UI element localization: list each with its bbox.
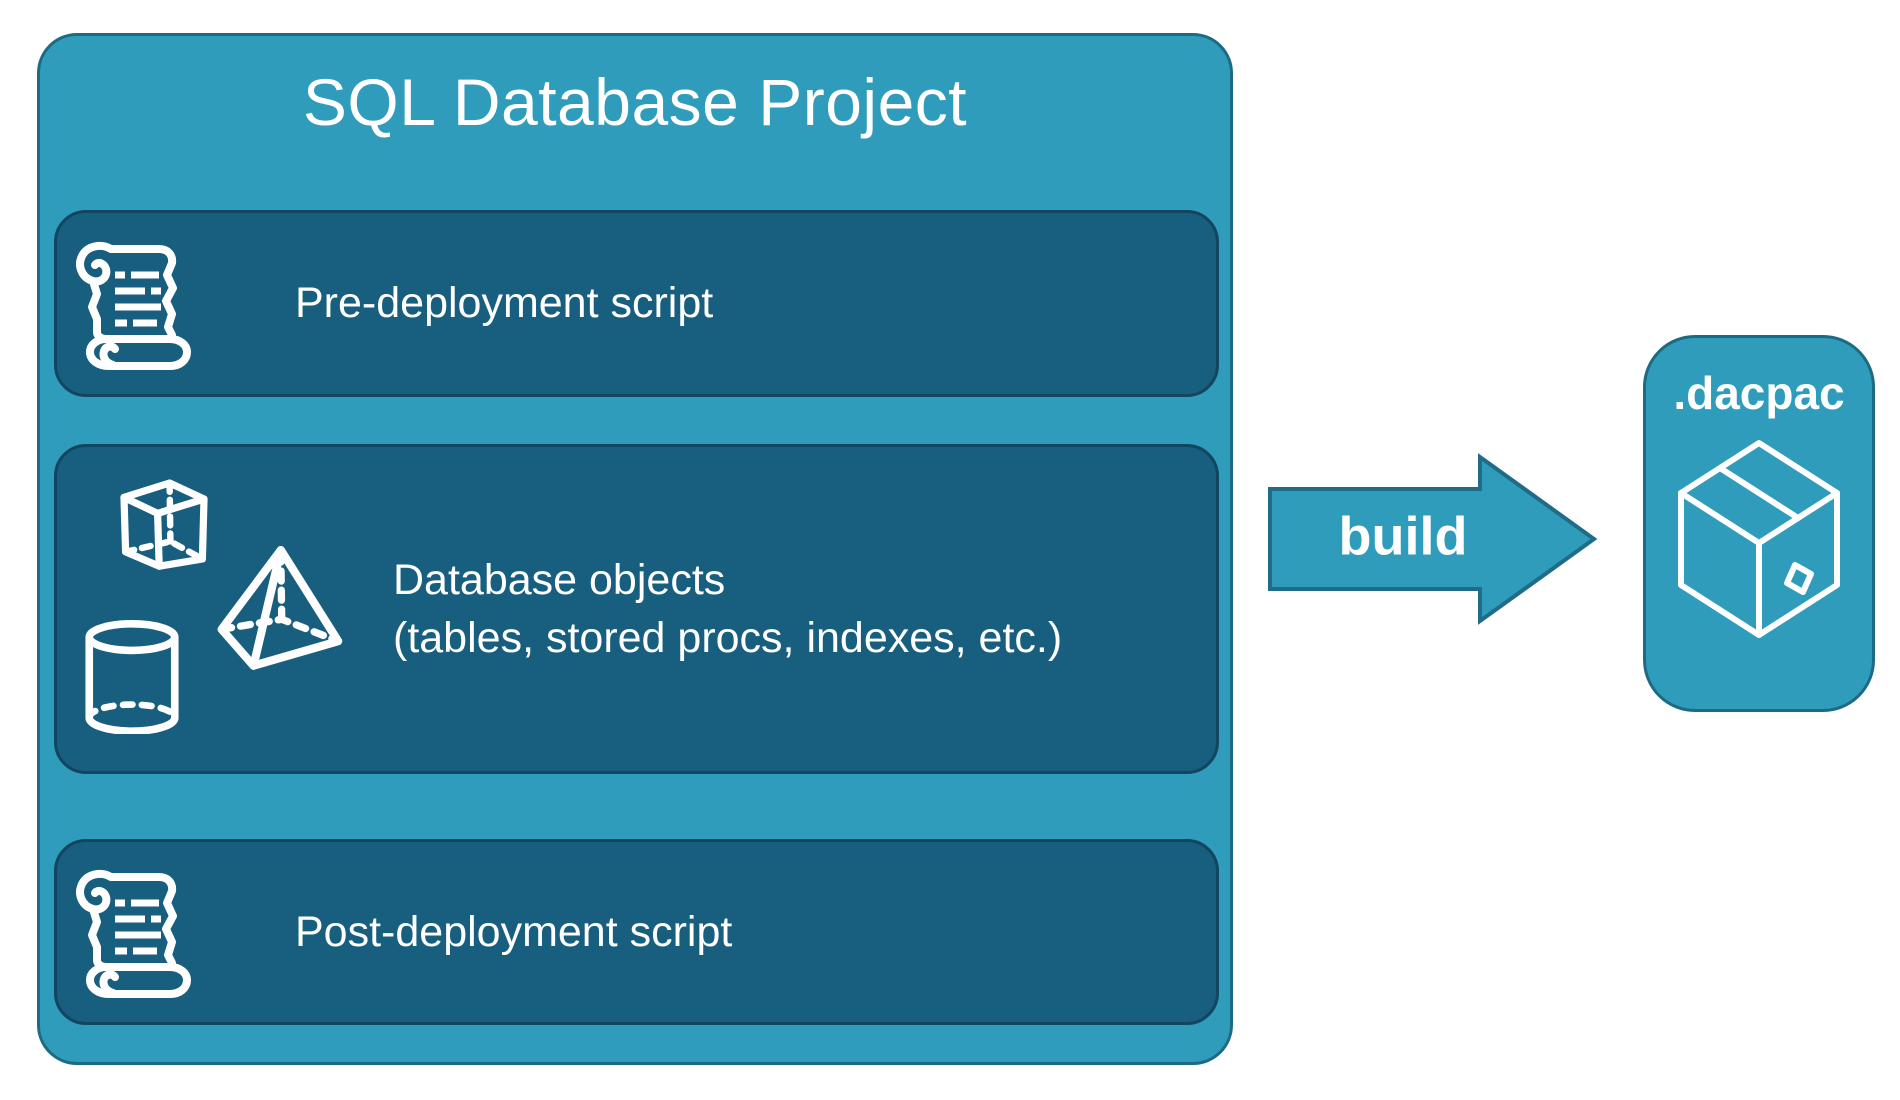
package-icon (1669, 434, 1849, 646)
database-objects-line2: (tables, stored procs, indexes, etc.) (393, 614, 1063, 662)
sql-database-project-box: SQL Database Project P (37, 33, 1233, 1065)
pre-deployment-label: Pre-deployment script (295, 279, 714, 327)
post-deployment-label: Post-deployment script (295, 907, 733, 956)
dacpac-label: .dacpac (1673, 367, 1845, 419)
project-title: SQL Database Project (302, 65, 968, 139)
build-arrow: build (1268, 453, 1598, 625)
database-objects-line1: Database objects (393, 556, 726, 604)
right-arrow-icon (1268, 453, 1598, 625)
database-objects-label: Database objects (tables, stored procs, … (393, 551, 1062, 667)
pre-deployment-panel: Pre-deployment script (54, 210, 1219, 397)
scroll-icon (73, 236, 193, 372)
dacpac-box: .dacpac (1643, 335, 1875, 712)
cylinder-icon (83, 620, 181, 734)
post-deployment-panel: Post-deployment script (54, 839, 1219, 1025)
scroll-icon (73, 864, 193, 1000)
cube-icon (107, 471, 225, 587)
build-arrow-label: build (1338, 506, 1468, 567)
pyramid-icon (204, 541, 354, 673)
database-objects-panel: Database objects (tables, stored procs, … (54, 444, 1219, 774)
